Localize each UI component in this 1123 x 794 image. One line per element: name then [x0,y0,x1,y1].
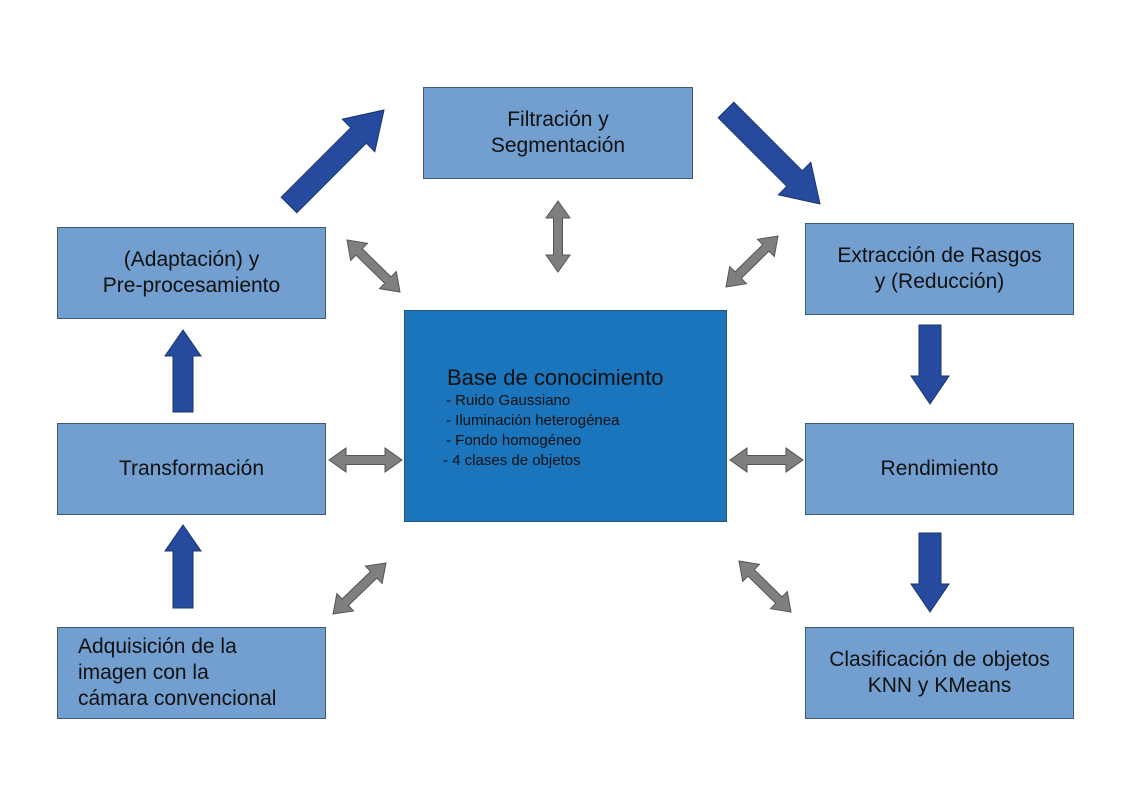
link-arrow-double-icon [545,200,571,273]
box-filtracion: Filtración y Segmentación [423,87,693,179]
box-adaptacion-line-1: (Adaptación) y [123,248,260,271]
box-adaptacion: (Adaptación) y Pre-procesamiento [57,227,326,319]
box-filtracion-line-1: Filtración y [507,108,609,131]
box-transformacion: Transformación [57,423,326,515]
knowledge-base-item: - Ruido Gaussiano [446,392,571,409]
knowledge-base-item: - Iluminación heterogénea [446,412,620,429]
box-rendimiento-line-1: Rendimiento [880,457,999,480]
link-arrow-double-icon [729,447,804,473]
box-adquisicion-line-1: Adquisición de la [78,635,237,658]
flow-arrow-diagonal-icon [280,109,385,214]
link-arrow-double-icon [346,239,401,293]
box-transformacion-line-1: Transformación [118,457,265,480]
flow-arrow-down-icon [910,532,950,613]
flow-arrow-down-icon [910,324,950,405]
box-adquisicion-line-3: cámara convencional [78,687,277,710]
link-arrow-double-icon [332,562,387,615]
box-clasificacion: Clasificación de objetos KNN y KMeans [805,627,1074,719]
knowledge-base-item: - Fondo homogéneo [446,432,582,449]
link-arrow-double-icon [738,560,792,613]
link-arrow-double-icon [725,235,779,288]
box-clasificacion-line-1: Clasificación de objetos [829,648,1050,671]
knowledge-base-title: Base de conocimiento [447,365,664,390]
knowledge-base-box: Base de conocimiento - Ruido Gaussiano -… [404,310,727,522]
knowledge-base-list: - Ruido Gaussiano - Iluminación heterogé… [405,391,619,471]
box-extraccion: Extracción de Rasgos y (Reducción) [805,223,1074,315]
box-extraccion-line-1: Extracción de Rasgos [837,244,1042,267]
flow-arrow-up-icon [164,329,202,413]
box-filtracion-line-2: Segmentación [490,134,626,157]
knowledge-base-item: - 4 clases de objetos [443,452,581,469]
box-extraccion-line-2: y (Reducción) [874,270,1005,293]
box-adaptacion-line-2: Pre-procesamiento [102,274,281,297]
link-arrow-double-icon [328,447,403,473]
box-rendimiento: Rendimiento [805,423,1074,515]
flow-arrow-diagonal-icon [717,101,821,205]
box-adquisicion: Adquisición de la imagen con la cámara c… [57,627,326,719]
box-clasificacion-line-2: KNN y KMeans [867,674,1012,697]
box-adquisicion-line-2: imagen con la [78,661,209,684]
flow-arrow-up-icon [164,524,202,609]
